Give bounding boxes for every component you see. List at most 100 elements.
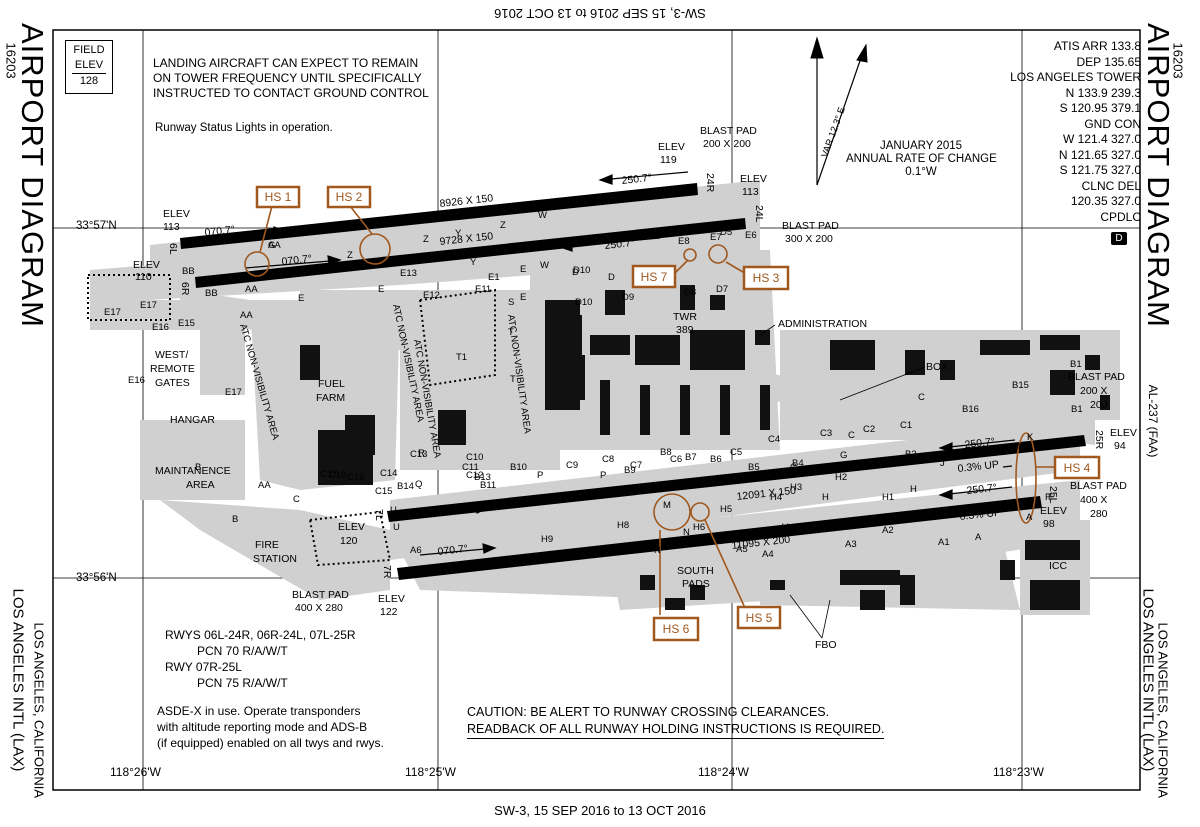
svg-text:113: 113 — [163, 221, 180, 233]
caution-line2: READBACK OF ALL RUNWAY HOLDING INSTRUCTI… — [467, 721, 885, 739]
svg-text:ELEV: ELEV — [658, 141, 685, 153]
svg-text:200 X: 200 X — [1080, 385, 1107, 397]
svg-text:MAINTANENCE: MAINTANENCE — [155, 465, 231, 477]
taxiway-label: H1 — [882, 492, 894, 503]
taxiway-label: P — [537, 470, 543, 481]
rwy-end-6R: 6R — [179, 282, 191, 296]
rwy-6R-24L-heading: 250.7° — [604, 237, 636, 252]
hot-spot-7[interactable]: HS 7 — [631, 264, 677, 289]
svg-text:400 X 280: 400 X 280 — [295, 602, 343, 614]
taxiway-label: H5 — [720, 504, 732, 515]
taxiway-label: E6 — [745, 230, 757, 241]
taxiway-label: B2 — [1018, 442, 1030, 453]
taxiway-label: C2 — [863, 424, 875, 435]
taxiway-label: C17 — [320, 469, 337, 480]
hot-spot-3[interactable]: HS 3 — [742, 265, 790, 291]
taxiway-label: W — [540, 260, 549, 271]
taxiway-label: T — [510, 374, 516, 385]
taxiway-label: M — [663, 500, 671, 511]
taxiway-label: Y — [470, 257, 477, 268]
taxiway-label: B1 — [1070, 359, 1082, 370]
rwy-end-24R: 24R — [704, 173, 716, 193]
svg-text:ELEV: ELEV — [1040, 505, 1067, 517]
taxiway-label: D10 — [573, 265, 590, 276]
field-elev-value: 128 — [72, 73, 106, 89]
hot-spot-6[interactable]: HS 6 — [652, 616, 700, 642]
taxiway-label: D8 — [684, 287, 696, 298]
rwy-7R-25L-slope: 0.3% UP — [959, 507, 1001, 523]
taxiway-label: C8 — [602, 454, 614, 465]
rwy-end-7L: 7L — [373, 509, 385, 521]
cpdlc-badge: D — [1111, 232, 1127, 245]
svg-text:FIRE: FIRE — [255, 539, 279, 551]
hot-spot-1[interactable]: HS 1 — [255, 185, 301, 209]
non-movement-areas — [87, 274, 496, 567]
taxiway-label: A3 — [845, 539, 857, 550]
taxiway-label: E1 — [488, 272, 500, 283]
svg-text:ELEV: ELEV — [338, 521, 365, 533]
taxiway-label: B15 — [1012, 380, 1029, 391]
pcn-line2: PCN 70 R/A/W/T — [197, 644, 288, 658]
taxiway-label: C7 — [630, 460, 642, 471]
taxiway-label: H — [910, 484, 917, 495]
runway-7L-25R — [387, 435, 1086, 522]
rwy-end-25R: 25R — [1093, 430, 1105, 450]
taxiway-label: B11 — [480, 480, 496, 491]
taxiway-label: C4 — [768, 434, 780, 445]
runway-7R-25L — [397, 496, 1042, 580]
hot-spot-2[interactable]: HS 2 — [326, 185, 372, 209]
lon-label-1: 118°26'W — [110, 765, 161, 779]
field-elev-box: FIELD ELEV 128 — [65, 40, 113, 94]
taxiway-label: J — [940, 458, 945, 469]
taxiway-label: K — [1027, 432, 1034, 443]
asde-note: ASDE-X in use. Operate transponders with… — [157, 703, 384, 751]
svg-text:FUEL: FUEL — [318, 378, 345, 390]
taxiway-label: B5 — [748, 462, 760, 473]
svg-text:SOUTH: SOUTH — [677, 565, 714, 577]
taxiway-label: H9 — [541, 534, 553, 545]
taxiway-label: B8 — [660, 447, 672, 458]
taxiway-label: D — [572, 267, 579, 278]
taxiway-label: AA — [240, 310, 253, 321]
rwsl-note: Runway Status Lights in operation. — [155, 122, 333, 134]
asde-line1: ASDE-X in use. Operate transponders — [157, 704, 361, 718]
rwy-end-24L: 24L — [753, 205, 765, 223]
north-arrow — [810, 36, 868, 186]
field-elev-label2: ELEV — [74, 59, 104, 71]
freq-line: N 121.65 327.0 — [1058, 147, 1141, 162]
taxiway-label: T — [508, 327, 514, 338]
taxiway-label: C9 — [566, 460, 578, 471]
taxiway-label: E — [520, 264, 526, 275]
svg-text:ELEV: ELEV — [133, 259, 160, 271]
hot-spot-5[interactable]: HS 5 — [736, 605, 782, 630]
map-frame — [52, 29, 1141, 791]
taxiway-label: U — [393, 522, 400, 533]
taxiway-label: C16 — [347, 472, 364, 483]
field-elev-label1: FIELD — [73, 44, 105, 56]
taxiway-label: A — [975, 532, 982, 543]
taxiway-label: Q — [415, 479, 422, 490]
taxiway-label: E17 — [140, 300, 157, 311]
taxiway-label: S — [508, 297, 514, 308]
taxiway-label: A4 — [762, 549, 774, 560]
freq-line: S 121.75 327.0 — [1059, 163, 1141, 177]
hot-spot-4[interactable]: HS 4 — [1053, 455, 1101, 480]
taxiway-label: T1 — [456, 352, 467, 363]
svg-text:BLAST PAD: BLAST PAD — [782, 220, 839, 232]
header-bottom: SW-3, 15 SEP 2016 to 13 OCT 2016 — [0, 803, 1200, 818]
taxiway-label: D10 — [575, 297, 592, 308]
taxiway-label: E7 — [710, 232, 722, 243]
rwy-end-7R: 7R — [381, 565, 393, 579]
rwy-6R-24L-length: 9728 X 150 — [439, 230, 494, 248]
lat-north-label: 33°57'N — [76, 220, 117, 232]
taxiway-label: B9 — [624, 465, 636, 476]
svg-text:HS 3: HS 3 — [753, 271, 780, 285]
svg-text:ELEV: ELEV — [163, 208, 190, 220]
variation-label: VAR 12.3° E — [819, 106, 847, 159]
taxiway-label: E8 — [678, 236, 690, 247]
svg-text:ADMINISTRATION: ADMINISTRATION — [778, 318, 867, 330]
rwy-end-25L: 25L — [1047, 486, 1059, 504]
pcn-line3: RWY 07R-25L — [165, 660, 242, 674]
svg-text:HS 1: HS 1 — [265, 190, 292, 204]
taxiway-label: BB — [182, 266, 195, 277]
